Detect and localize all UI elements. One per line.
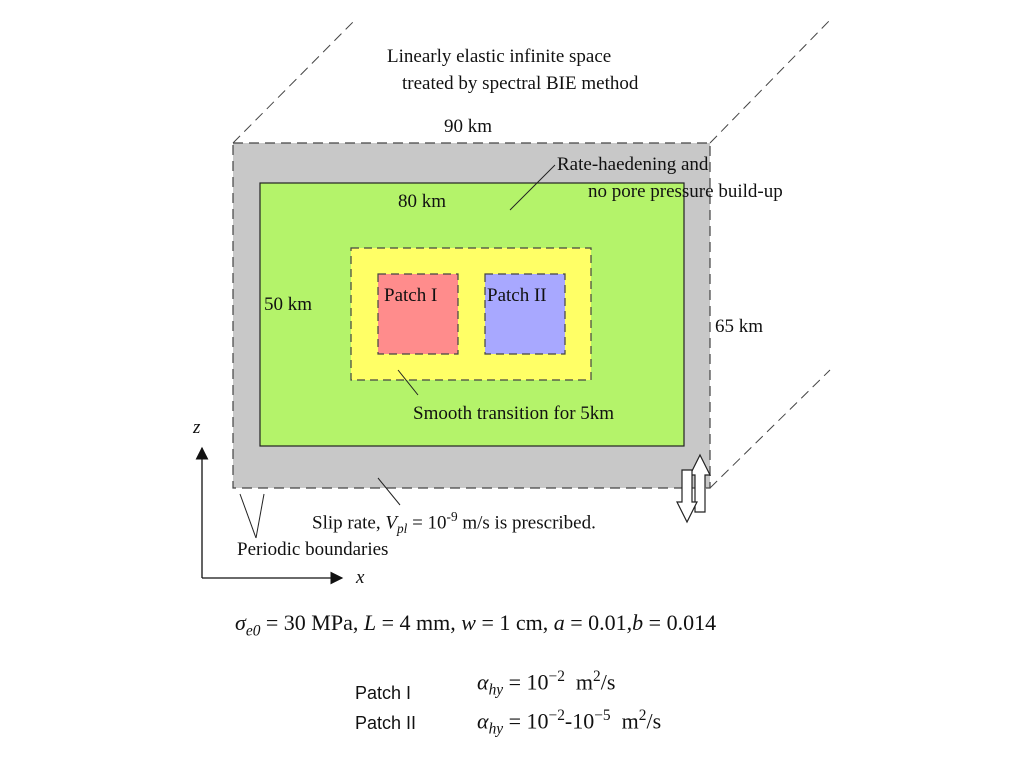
patch-2-region xyxy=(484,273,566,355)
outer-height-label: 65 km xyxy=(715,316,764,337)
patch-1-label: Patch I xyxy=(384,285,438,306)
axis-x-label: x xyxy=(356,567,365,588)
patch-1-diffusivity: αhy = 10−2 m2/s xyxy=(477,668,616,699)
title-line-2: treated by spectral BIE method xyxy=(402,73,639,94)
coordinate-axes xyxy=(195,446,344,585)
patch-2-diffusivity: αhy = 10−2-10−5 m2/s xyxy=(477,707,662,738)
transition-label: Smooth transition for 5km xyxy=(413,403,615,424)
slip-rate-label: Slip rate, Vpl = 10-9 m/s is prescribed. xyxy=(312,509,596,537)
title-line-1: Linearly elastic infinite space xyxy=(387,46,612,67)
perspective-lines xyxy=(232,19,831,489)
parameters-equation: σe0 = 30 MPa, L = 4 mm, w = 1 cm, a = 0.… xyxy=(235,610,717,640)
axis-z-label: z xyxy=(193,417,201,438)
patch-1-param-label: Patch I xyxy=(355,683,412,703)
periodic-label: Periodic boundaries xyxy=(237,539,389,560)
slip-arrows-icon xyxy=(676,453,711,524)
patch-2-param-label: Patch II xyxy=(355,713,417,733)
patch-2-label: Patch II xyxy=(487,285,547,306)
patch-1-region xyxy=(377,273,459,355)
inner-height-label: 50 km xyxy=(264,294,313,315)
outer-width-label: 90 km xyxy=(444,116,493,137)
rate-label-line-1: Rate-haedening and xyxy=(557,154,709,175)
leader-lines xyxy=(239,164,556,539)
inner-width-label: 80 km xyxy=(398,191,447,212)
rate-label-line-2: no pore pressure build-up xyxy=(588,181,783,202)
